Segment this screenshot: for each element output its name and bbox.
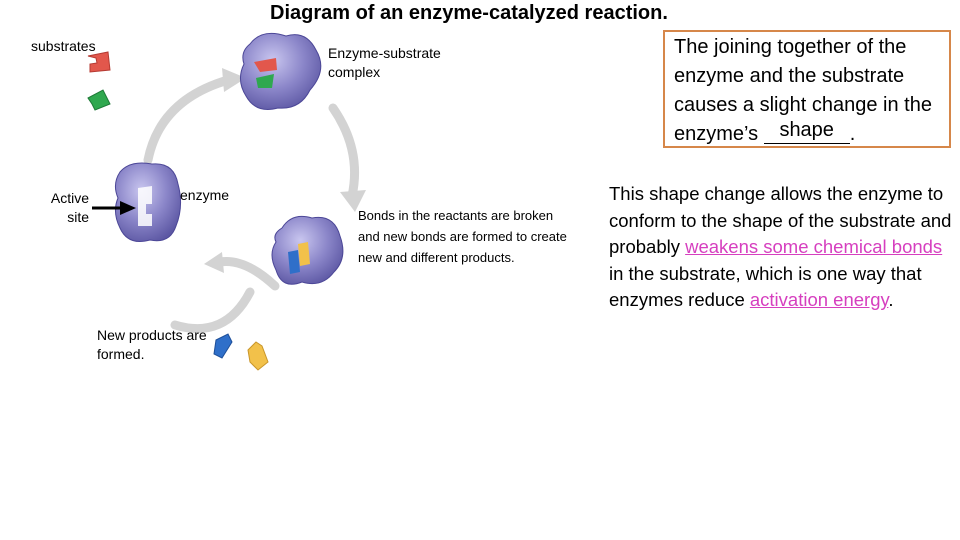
label-complex-line1: Enzyme-substrate — [328, 44, 441, 63]
cycle-arrow-bottom-left — [175, 292, 250, 329]
label-active-site-line2: site — [42, 208, 89, 227]
label-complex-line2: complex — [328, 63, 441, 82]
enzyme-free — [115, 163, 180, 242]
label-new-products-line2: formed. — [97, 345, 207, 364]
callout-blank: shape — [764, 125, 850, 144]
label-new-products: New products are formed. — [97, 326, 207, 364]
callout-answer: shape — [779, 119, 834, 141]
label-enzyme: enzyme — [180, 186, 229, 205]
right-paragraph-answer2: activation energy — [750, 289, 889, 310]
right-paragraph: This shape change allows the enzyme to c… — [609, 181, 954, 314]
cycle-arrowhead-bottom-right — [204, 252, 224, 273]
callout-end: . — [850, 123, 856, 145]
enzyme-with-products — [272, 216, 343, 284]
substrate-green — [88, 90, 110, 110]
cycle-arrow-bottom-right — [220, 262, 275, 287]
right-paragraph-end: . — [888, 289, 893, 310]
product-yellow — [248, 342, 268, 370]
label-new-products-line1: New products are — [97, 326, 207, 345]
label-enzyme-substrate-complex: Enzyme-substrate complex — [328, 44, 441, 82]
label-bonds-text: Bonds in the reactants are broken and ne… — [358, 205, 568, 268]
product-blue — [214, 334, 232, 358]
page-title: Diagram of an enzyme-catalyzed reaction. — [270, 2, 668, 25]
enzyme-substrate-complex — [240, 33, 320, 109]
label-active-site: Active site — [42, 189, 89, 227]
cycle-arrow-top — [148, 80, 228, 160]
label-substrates: substrates — [31, 37, 96, 56]
right-paragraph-answer1: weakens some chemical bonds — [685, 236, 942, 257]
callout-box: The joining together of the enzyme and t… — [663, 30, 951, 148]
label-active-site-line1: Active — [42, 189, 89, 208]
cycle-arrow-right — [333, 108, 355, 196]
